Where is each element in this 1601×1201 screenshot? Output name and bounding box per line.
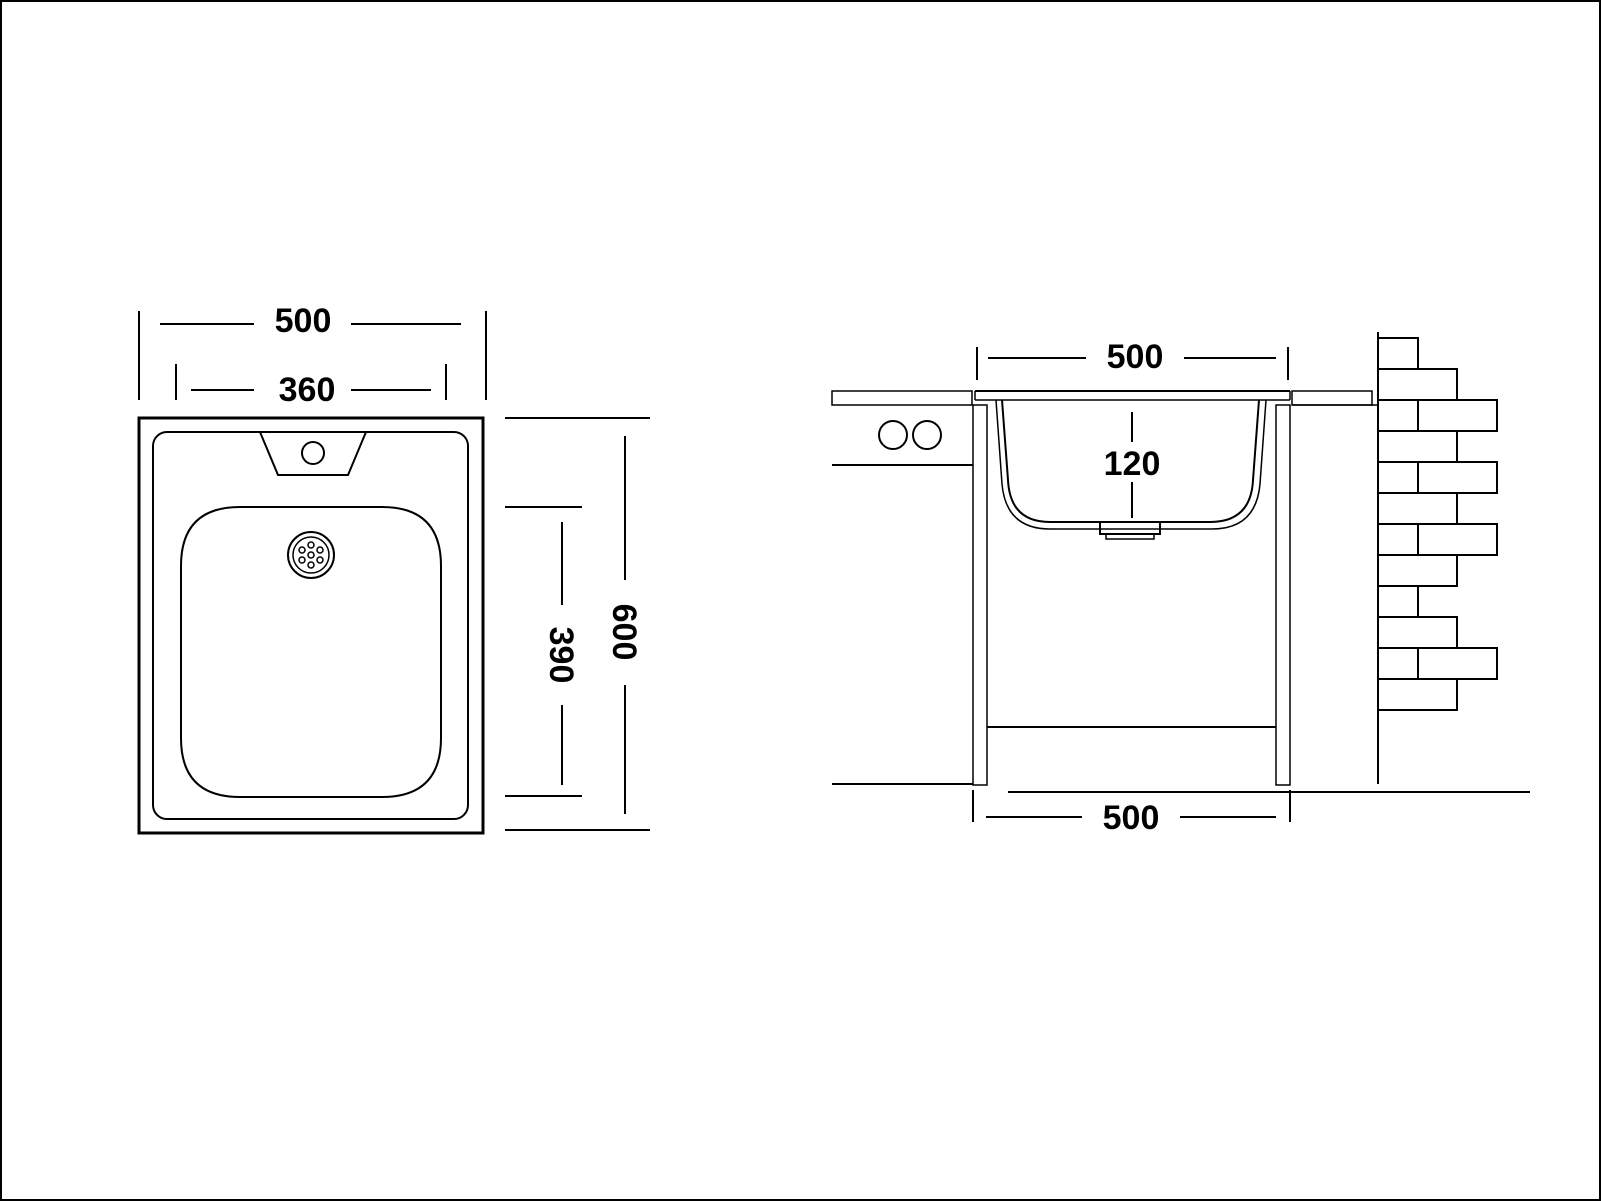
cabinet-knob-icon [912, 420, 942, 450]
dim-bowl-depth: 120 [1104, 412, 1161, 518]
overflow-housing [259, 431, 367, 476]
dim-cabinet-width-label: 500 [1103, 799, 1160, 837]
dim-bowl-length: 390 [505, 506, 582, 797]
dim-overall-length-label: 600 [605, 604, 643, 661]
brick-wall [1377, 332, 1498, 784]
cabinet-knob-icon [878, 420, 908, 450]
overflow-hole-icon [301, 441, 325, 465]
sink-bowl [180, 506, 442, 798]
dim-bowl-length-label: 390 [542, 627, 580, 684]
dim-overall-length: 600 [505, 417, 650, 831]
section-view: 500 120 500 [831, 332, 1530, 837]
sink-outline [137, 416, 485, 835]
dim-cabinet-width: 500 [972, 790, 1291, 837]
dim-bowl-width: 360 [175, 364, 447, 409]
countertop-left [831, 390, 973, 406]
cabinet-wall-right [1275, 404, 1291, 786]
dim-bowl-depth-label: 120 [1104, 445, 1161, 483]
dim-overall-width-label: 500 [275, 302, 332, 340]
dim-sink-width: 500 [976, 338, 1289, 380]
cabinet-wall-left [972, 404, 988, 786]
dim-overall-width: 500 [138, 302, 487, 400]
sink-rim [152, 431, 469, 820]
dim-sink-width-label: 500 [1107, 338, 1164, 376]
countertop-right [1291, 390, 1373, 406]
drain-icon [287, 531, 335, 579]
drain-fitting [1099, 521, 1161, 535]
top-view: 500 360 390 600 [137, 302, 650, 835]
dim-bowl-width-label: 360 [279, 371, 336, 409]
